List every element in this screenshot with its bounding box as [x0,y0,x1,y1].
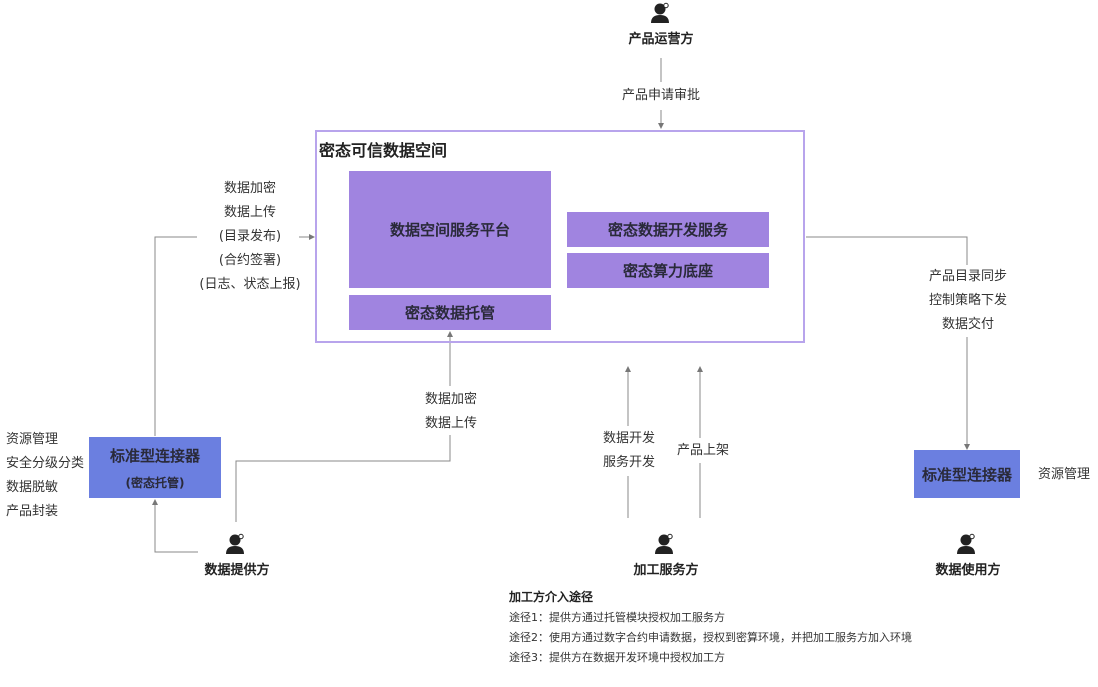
right-connector-box[interactable]: 标准型连接器 [914,450,1020,498]
dev-flow-label: 数据开发 [602,431,655,446]
listing-flow-label: 产品上架 [676,443,729,458]
trusted-data-space-title: 密态可信数据空间 [319,141,448,160]
provider-flow-label: 数据上传 [424,416,477,431]
left-connector-title: 标准型连接器 [109,446,200,465]
provider-to-connector-line [152,499,198,553]
provider-flow-labels: 数据加密 数据上传 [418,388,484,436]
person-icon [651,2,669,23]
platform-label: 数据空间服务平台 [389,221,510,239]
notes-title: 加工方介入途径 [509,590,594,604]
actor-consumer-label: 数据使用方 [935,563,1001,578]
right-flow-label: 数据交付 [941,317,994,332]
notes-item: 途径1：提供方通过托管模块授权加工服务方 [509,611,725,624]
left-flow-labels: 数据加密 数据上传 (目录发布) (合约签署) (日志、状态上报) [195,177,305,297]
right-flow-label: 控制策略下发 [928,293,1007,308]
right-flow-label: 产品目录同步 [928,269,1007,284]
compute-base-box[interactable]: 密态算力底座 [567,253,769,288]
processor-access-notes: 加工方介入途径 途径1：提供方通过托管模块授权加工服务方 途径2：使用方通过数字… [509,588,912,668]
custody-label: 密态数据托管 [404,304,495,322]
provider-flow-label: 数据加密 [424,392,477,407]
space-to-right-connector-line [806,236,968,265]
function-label: 资源管理 [6,432,59,447]
dev-service-box[interactable]: 密态数据开发服务 [567,212,769,247]
trusted-data-space-frame: 密态可信数据空间 [315,130,805,343]
operator-flow-label: 产品申请审批 [621,88,700,103]
right-connector-function: 资源管理 [1038,467,1091,482]
function-label: 安全分级分类 [6,456,85,471]
left-connector-functions: 资源管理 安全分级分类 数据脱敏 产品封装 [6,428,84,524]
actor-operator-label: 产品运营方 [628,32,694,47]
left-flow-label: 数据加密 [223,181,276,196]
person-icon [957,533,975,554]
dev-flow-label: 服务开发 [602,455,655,470]
function-label: 产品封装 [6,504,59,519]
actor-provider-label: 数据提供方 [204,563,270,578]
notes-item: 途径3：提供方在数据开发环境中授权加工方 [509,651,725,664]
left-flow-label: (日志、状态上报) [199,277,301,292]
right-flow-labels: 产品目录同步 控制策略下发 数据交付 [915,265,1021,337]
actor-processor-label: 加工服务方 [633,563,699,578]
left-flow-label: 数据上传 [223,205,276,220]
left-flow-label: (合约签署) [218,253,282,268]
right-connector-title: 标准型连接器 [921,465,1012,484]
left-connector-box[interactable]: 标准型连接器 (密态托管) [89,437,221,498]
provider-to-custody-line [235,435,451,522]
dev-service-label: 密态数据开发服务 [607,221,728,239]
platform-box[interactable]: 数据空间服务平台 [349,171,551,288]
notes-item: 途径2：使用方通过数字合约申请数据，授权到密算环境，并把加工服务方加入环境 [509,631,912,644]
person-icon [226,533,244,554]
left-connector-subtitle: (密态托管) [125,475,185,490]
dev-flow-labels: 数据开发 服务开发 [596,427,662,475]
custody-box[interactable]: 密态数据托管 [349,295,551,330]
left-connector-to-space-line [154,236,197,436]
function-label: 数据脱敏 [6,480,59,495]
compute-base-label: 密态算力底座 [622,262,713,280]
person-icon [655,533,673,554]
left-flow-label: (目录发布) [218,229,282,244]
